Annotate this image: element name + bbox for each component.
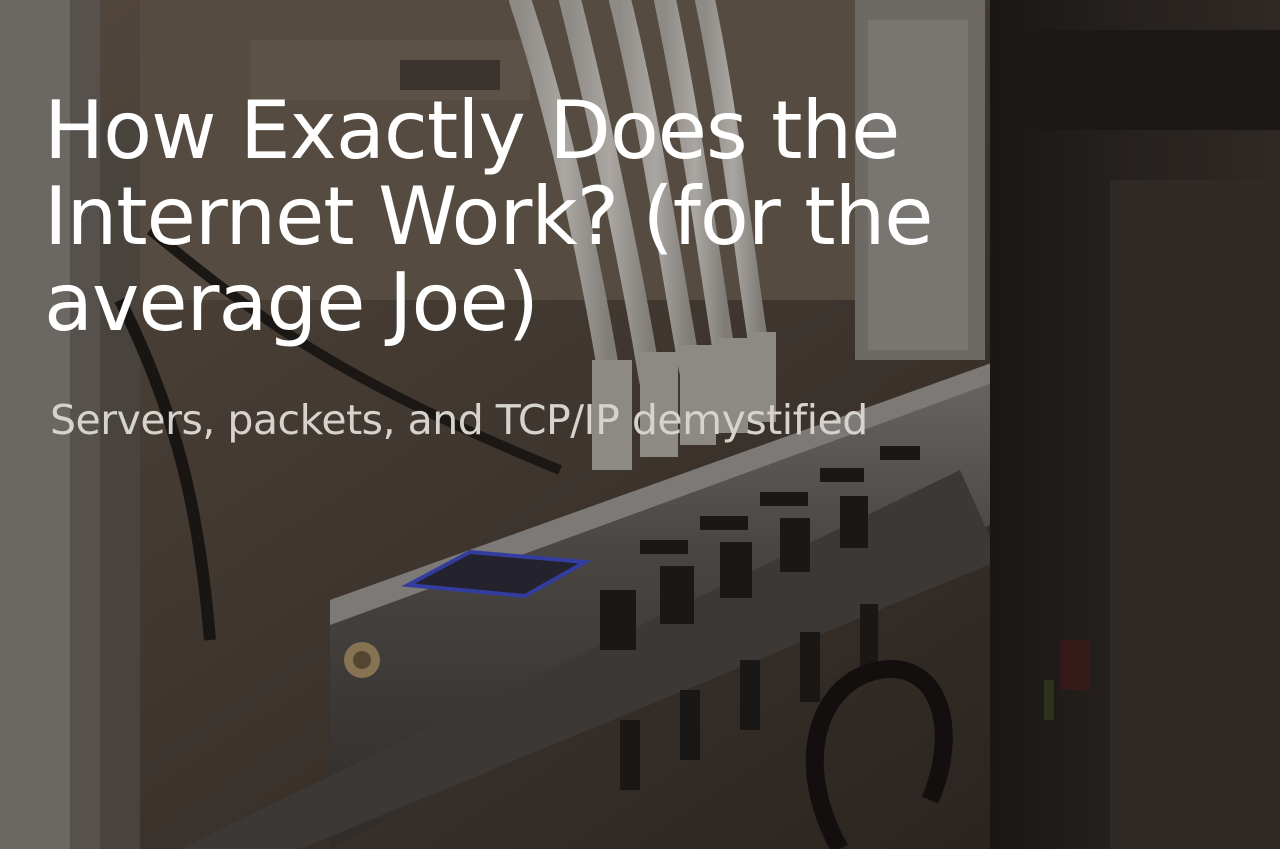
page-subtitle: Servers, packets, and TCP/IP demystified	[50, 396, 868, 444]
page-title: How Exactly Does the Internet Work? (for…	[44, 84, 933, 349]
hero-text-block: How Exactly Does the Internet Work? (for…	[44, 84, 1044, 445]
